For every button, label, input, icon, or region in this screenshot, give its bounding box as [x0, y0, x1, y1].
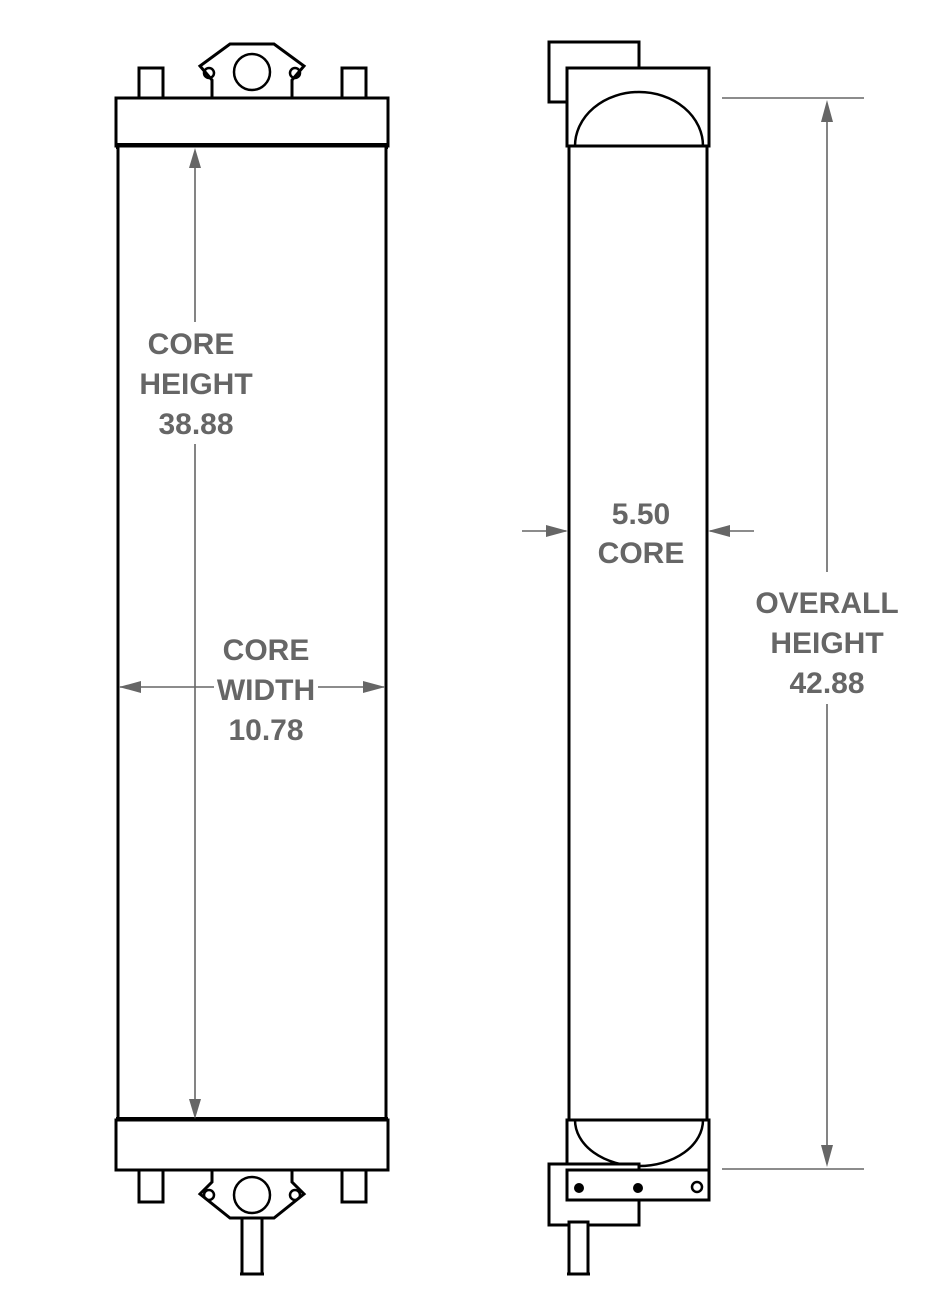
core-height-label-line2: HEIGHT	[139, 368, 252, 401]
side-top-tank	[565, 66, 711, 148]
overall-height-value: 42.88	[789, 667, 864, 700]
core-height-arrow-top	[189, 148, 201, 168]
core-depth-value: 5.50	[612, 498, 670, 531]
overall-height-label-line2: HEIGHT	[770, 627, 883, 660]
side-view	[547, 40, 711, 1276]
front-bottom-tank	[114, 1118, 390, 1172]
side-top-tank-dome	[573, 90, 705, 147]
front-top-right-stud	[340, 66, 368, 102]
front-top-left-stud	[137, 66, 165, 102]
core-width-dimension: CORE WIDTH 10.78	[119, 634, 385, 747]
side-core	[567, 144, 709, 1122]
core-width-label-line1: CORE	[223, 634, 310, 667]
core-depth-arrow-right	[708, 525, 730, 537]
core-width-label-line2: WIDTH	[217, 674, 315, 707]
front-bottom-left-stud	[137, 1168, 165, 1204]
side-bolt-2	[633, 1183, 643, 1193]
core-height-arrow-bottom	[189, 1099, 201, 1119]
front-view	[114, 42, 390, 1276]
front-bottom-flange	[197, 1168, 307, 1220]
side-bottom-pipe	[567, 1220, 590, 1276]
core-height-label-line1: CORE	[148, 328, 235, 361]
core-depth-arrow-left	[546, 525, 568, 537]
front-core	[116, 144, 388, 1122]
overall-height-dimension: OVERALL HEIGHT 42.88	[722, 97, 899, 1170]
overall-height-arrow-bottom	[821, 1145, 833, 1167]
core-height-dimension: CORE HEIGHT 38.88	[139, 148, 253, 1119]
side-bolt-3	[690, 1180, 704, 1194]
core-height-value: 38.88	[158, 408, 233, 441]
front-top-flange	[197, 42, 307, 100]
front-bottom-right-stud	[340, 1168, 368, 1204]
core-width-arrow-left	[119, 681, 141, 693]
side-bolt-1	[574, 1183, 584, 1193]
core-width-arrow-right	[363, 681, 385, 693]
core-depth-label: CORE	[598, 537, 685, 570]
core-width-value: 10.78	[228, 714, 303, 747]
core-depth-dimension: 5.50 CORE	[522, 498, 754, 570]
front-bottom-pipe	[240, 1216, 264, 1276]
overall-height-arrow-top	[821, 100, 833, 122]
front-top-tank	[114, 96, 390, 148]
overall-height-label-line1: OVERALL	[755, 587, 898, 620]
